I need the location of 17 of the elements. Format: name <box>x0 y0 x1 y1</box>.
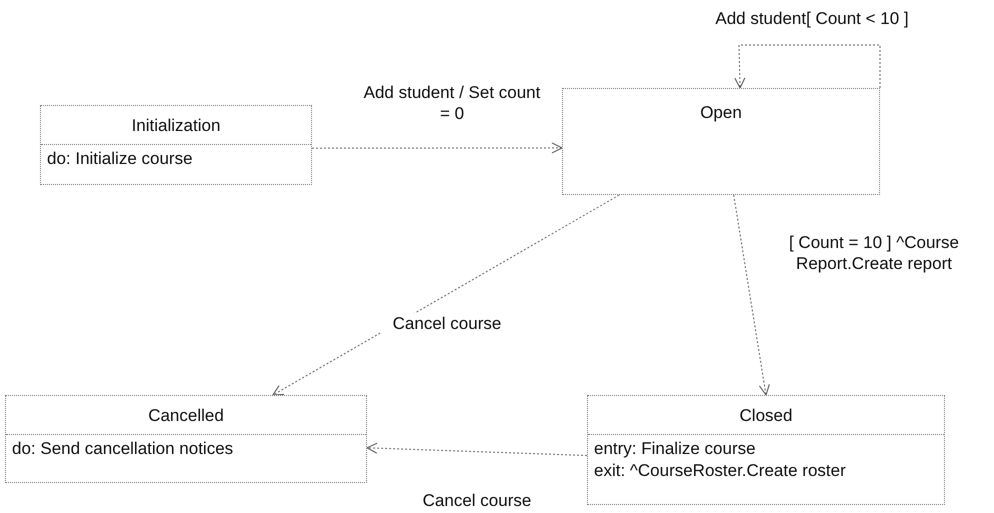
transition-arrow <box>312 142 562 154</box>
state-action: entry: Finalize course <box>594 439 757 459</box>
state-action: exit: ^CourseRoster.Create roster <box>594 461 847 481</box>
transition-arrow <box>733 194 770 396</box>
state-box <box>587 395 945 505</box>
state-box <box>5 395 367 483</box>
state-action: do: Initialize course <box>47 149 194 169</box>
transition-arrow <box>734 44 880 88</box>
state-name: Cancelled <box>147 405 225 427</box>
state-box <box>562 88 880 195</box>
state-name: Closed <box>738 405 794 427</box>
transition-arrow <box>366 442 588 456</box>
state-action: do: Send cancellation notices <box>12 439 234 459</box>
transition-arrow <box>272 194 620 396</box>
state-name: Initialization <box>130 115 222 137</box>
state-box <box>40 105 312 185</box>
state-name: Open <box>699 102 743 124</box>
